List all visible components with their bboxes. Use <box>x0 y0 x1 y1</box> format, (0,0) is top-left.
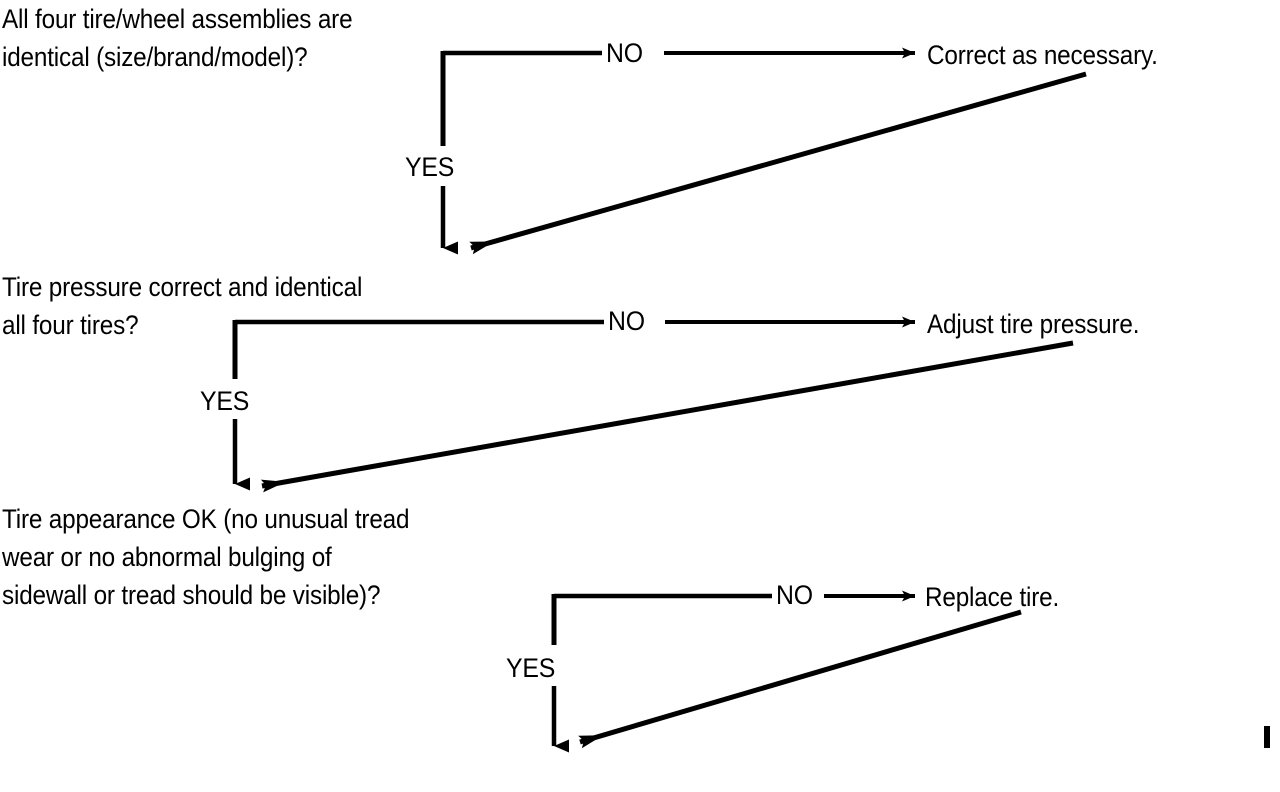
step-3-yes-label: YES <box>506 653 556 683</box>
step-1-question: All four tire/wheel assemblies are ident… <box>2 4 353 72</box>
step-2-action: Adjust tire pressure. <box>927 309 1140 339</box>
step-2-yes-label: YES <box>200 386 250 416</box>
step-3-action: Replace tire. <box>925 582 1060 612</box>
step-2-no-label: NO <box>608 306 645 336</box>
step-3-question: Tire appearance OK (no unusual tread wea… <box>2 504 410 610</box>
step-1-yes-label: YES <box>405 152 455 182</box>
step-2-return-arrow <box>260 340 1074 493</box>
step-2-question: Tire pressure correct and identical all … <box>2 272 363 340</box>
step-3-no-label: NO <box>776 580 813 610</box>
step-1-no-label: NO <box>606 38 643 68</box>
step-3-return-arrow <box>578 609 1022 749</box>
step-1-return-arrow <box>469 71 1087 255</box>
step-1-action: Correct as necessary. <box>927 40 1158 70</box>
